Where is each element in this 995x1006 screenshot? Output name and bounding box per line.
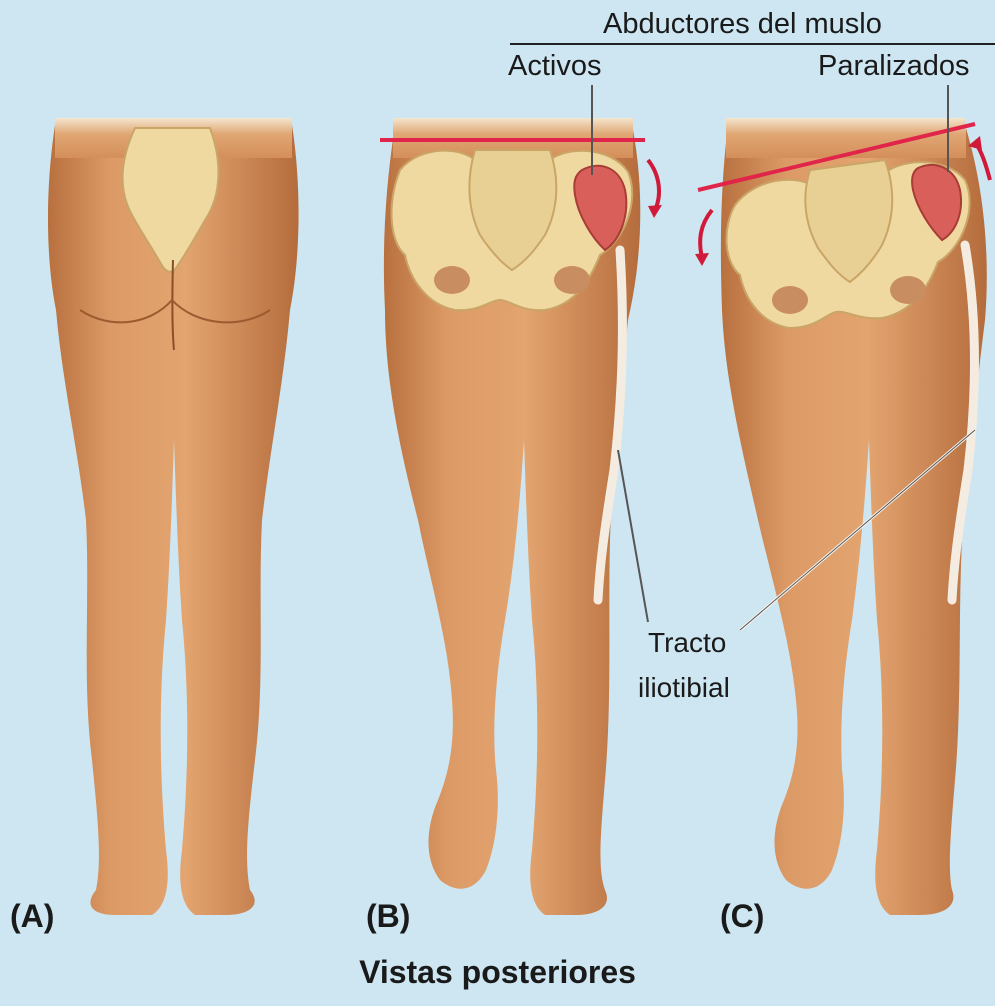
- tilt-arrow-b: [648, 160, 659, 210]
- label-paralyzed: Paralizados: [818, 50, 970, 83]
- group-header: Abductores del muslo: [603, 8, 882, 41]
- panel-label-b: (B): [366, 898, 410, 935]
- figure-c: [695, 85, 990, 915]
- label-active: Activos: [508, 50, 601, 83]
- figure-caption: Vistas posteriores: [0, 954, 995, 991]
- label-tract-line2: iliotibial: [638, 672, 730, 704]
- figure-a: [48, 118, 299, 915]
- figure-b: [380, 85, 662, 915]
- panel-label-a: (A): [10, 898, 54, 935]
- label-tract-line1: Tracto: [648, 627, 726, 659]
- panel-label-c: (C): [720, 898, 764, 935]
- tilt-arrow-c-left: [700, 210, 712, 258]
- figure-c-waist: [726, 118, 966, 158]
